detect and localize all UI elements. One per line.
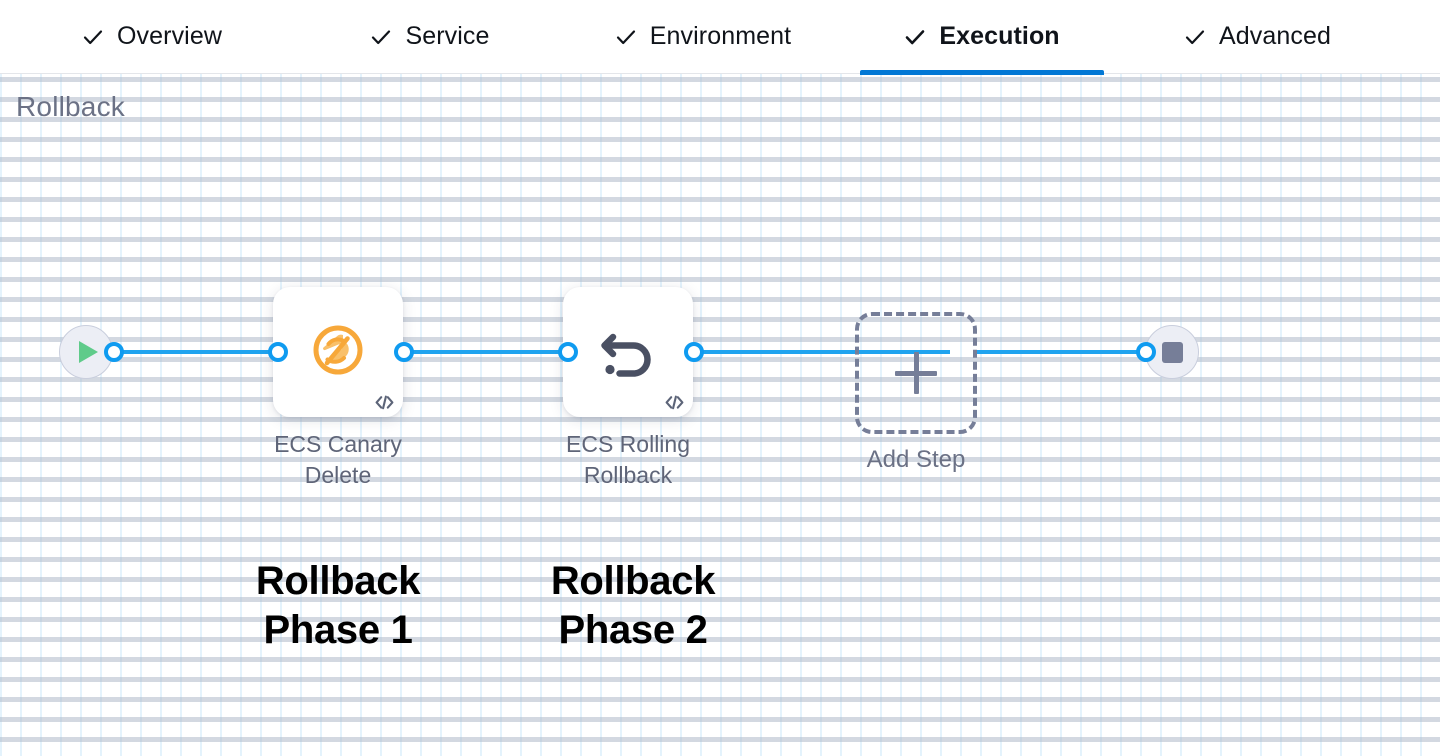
code-icon[interactable]	[665, 395, 684, 410]
flow-graph: ECS Canary Delete Rollback Phase 1	[0, 74, 1440, 756]
tab-label: Execution	[939, 22, 1060, 50]
annotation-line2: Phase 2	[558, 607, 708, 652]
stage-title: Rollback	[16, 91, 125, 122]
step-label-line2: Delete	[304, 462, 372, 489]
step-label-ecs-rolling-rollback: ECS Rolling Rollback	[523, 429, 733, 491]
edge-addstep-to-end	[975, 350, 1147, 354]
check-icon	[904, 26, 926, 48]
tab-label: Service	[405, 22, 490, 50]
add-step-button[interactable]	[855, 312, 977, 434]
add-step-label: Add Step	[866, 446, 966, 473]
ecs-canary-icon	[309, 321, 367, 384]
tab-label: Advanced	[1219, 22, 1331, 50]
annotation-rollback-phase-2: Rollback Phase 2	[483, 557, 783, 655]
rollback-undo-icon	[597, 320, 659, 385]
check-icon	[615, 26, 637, 48]
step-node-ecs-canary-delete[interactable]	[273, 287, 403, 417]
code-icon[interactable]	[375, 395, 394, 410]
end-node[interactable]	[1145, 325, 1199, 379]
check-icon	[1184, 26, 1206, 48]
edge-start-to-step1	[110, 350, 282, 354]
tab-label: Overview	[117, 22, 222, 50]
edge-step2-to-addstep	[688, 350, 950, 354]
tab-environment[interactable]: Environment	[588, 0, 818, 74]
step-label-line2: Rollback	[583, 462, 673, 489]
play-icon	[79, 341, 98, 363]
port-step2-output[interactable]	[684, 342, 704, 362]
annotation-line1: Rollback	[255, 559, 421, 603]
check-icon	[82, 26, 104, 48]
annotation-rollback-phase-1: Rollback Phase 1	[188, 557, 488, 655]
stop-icon	[1161, 341, 1183, 363]
annotation-line2: Phase 1	[263, 607, 413, 652]
port-step1-output[interactable]	[394, 342, 414, 362]
execution-graph-canvas[interactable]: Rollback	[0, 74, 1440, 756]
tab-label: Environment	[649, 22, 792, 50]
tab-execution[interactable]: Execution	[860, 0, 1104, 75]
port-step1-input[interactable]	[268, 342, 288, 362]
plus-icon-bar	[895, 370, 937, 376]
port-start-output[interactable]	[104, 342, 124, 362]
edge-step1-to-step2	[398, 350, 570, 354]
step-node-ecs-rolling-rollback[interactable]	[563, 287, 693, 417]
tab-advanced[interactable]: Advanced	[1155, 0, 1360, 74]
tab-service[interactable]: Service	[340, 0, 520, 74]
port-step2-input[interactable]	[558, 342, 578, 362]
pipeline-tab-bar: Overview Service Environment	[0, 0, 1440, 75]
tab-overview[interactable]: Overview	[52, 0, 252, 74]
check-icon	[370, 26, 392, 48]
annotation-line1: Rollback	[550, 559, 716, 603]
step-label-line1: ECS Canary	[274, 431, 402, 457]
step-label-line1: ECS Rolling	[566, 431, 690, 457]
port-end-input[interactable]	[1136, 342, 1156, 362]
step-label-ecs-canary-delete: ECS Canary Delete	[233, 429, 443, 491]
